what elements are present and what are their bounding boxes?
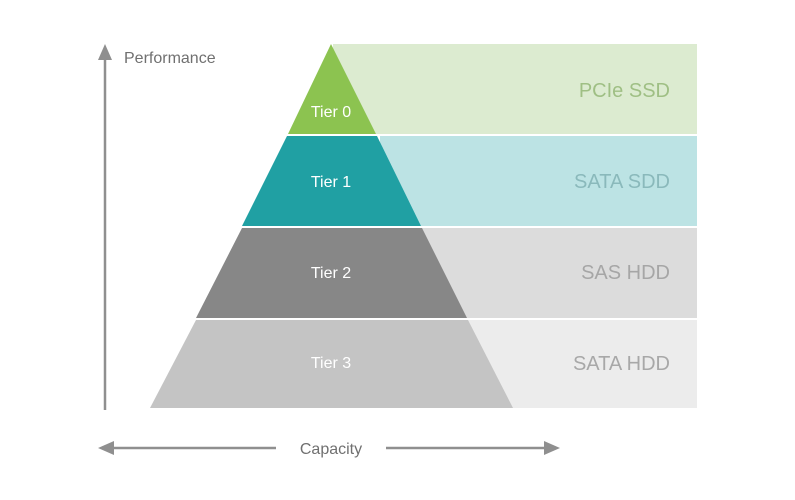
performance-axis: Performance (98, 44, 216, 410)
tier-1-label: Tier 1 (311, 174, 351, 191)
band-tier-0 (333, 44, 697, 134)
tier-0-label: Tier 0 (311, 104, 351, 121)
arrow-left-icon (98, 441, 114, 455)
tier-0-technology: PCIe SSD (579, 80, 670, 102)
tier-3-label: Tier 3 (311, 355, 351, 372)
tier-3-technology: SATA HDD (573, 353, 670, 375)
capacity-axis-label: Capacity (300, 441, 362, 458)
pyramid-tier-2 (196, 228, 467, 318)
tier-labels: Tier 0 Tier 1 Tier 2 Tier 3 (311, 104, 351, 372)
technology-labels: PCIe SSD SATA SDD SAS HDD SATA HDD (573, 80, 670, 375)
pyramid-tier-3 (150, 320, 513, 408)
tier-2-label: Tier 2 (311, 265, 351, 282)
tier-1-technology: SATA SDD (574, 171, 670, 193)
tier-2-technology: SAS HDD (581, 262, 670, 284)
arrow-up-icon (98, 44, 112, 60)
pyramid (150, 44, 513, 408)
band-tier-1 (380, 136, 697, 226)
capacity-axis: Capacity (98, 441, 560, 458)
arrow-right-icon (544, 441, 560, 455)
band-tier-2 (420, 228, 697, 318)
pyramid-tier-0 (288, 44, 376, 134)
performance-axis-label: Performance (124, 50, 216, 67)
pyramid-tier-1 (242, 136, 421, 226)
